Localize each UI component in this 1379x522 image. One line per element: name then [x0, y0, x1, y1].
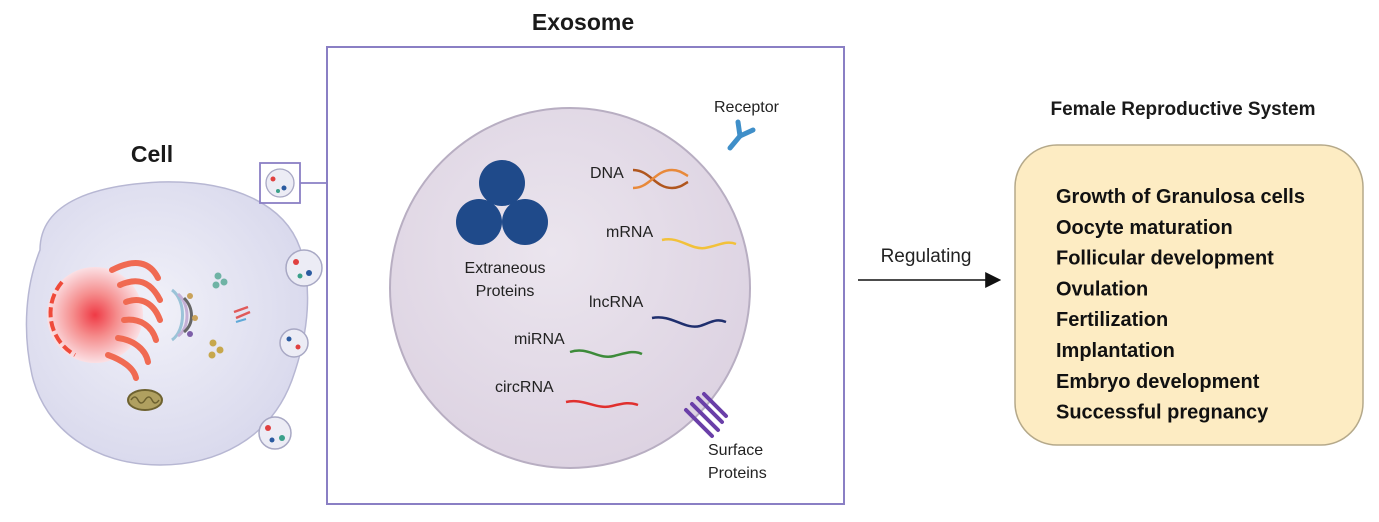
mirna-label: miRNA [514, 331, 565, 348]
released-exosome [285, 249, 323, 287]
nuclear-envelope [48, 280, 77, 357]
released-exosome-2 [258, 416, 292, 450]
mrna-label: mRNA [606, 224, 653, 241]
receptor-icon [727, 119, 756, 151]
lncrna-label: lncRNA [589, 294, 644, 311]
exosome-title: Exosome [532, 9, 634, 35]
extraneous-label-line1: Extraneous [465, 260, 546, 277]
system-panel: Female Reproductive System Growth of Gra… [1014, 99, 1364, 446]
dna-label: DNA [590, 165, 624, 182]
surface-proteins-icon [684, 392, 728, 438]
mirna-icon [569, 349, 643, 358]
selected-exosome [265, 168, 295, 198]
function-item: Embryo development [1056, 371, 1260, 393]
regulating-arrow-group: Regulating [858, 246, 1002, 288]
dna-icon [632, 168, 689, 190]
function-item: Growth of Granulosa cells [1056, 186, 1305, 208]
cytoplasm-vesicles [208, 272, 251, 359]
extraneous-proteins-icon [456, 160, 548, 245]
exosome-membrane [389, 107, 751, 469]
mrna-icon [661, 238, 737, 250]
circrna-label: circRNA [495, 379, 554, 396]
surface-label-line1: Surface [708, 442, 763, 459]
function-item: Oocyte maturation [1056, 217, 1233, 239]
extraneous-label-line2: Proteins [476, 283, 535, 300]
exosome-panel: Exosome Extraneous Proteins DNA mRNA lnc… [326, 9, 845, 505]
function-item: Successful pregnancy [1056, 402, 1269, 424]
function-item: Fertilization [1056, 309, 1168, 331]
regulating-label: Regulating [881, 246, 972, 267]
function-item: Implantation [1056, 340, 1175, 362]
function-item: Follicular development [1056, 248, 1274, 270]
budding-exosome [279, 328, 309, 358]
circrna-icon [565, 399, 639, 409]
system-title: Female Reproductive System [1050, 99, 1315, 120]
surface-label-line2: Proteins [708, 465, 767, 482]
cell-group: Cell [25, 141, 327, 466]
receptor-label: Receptor [714, 99, 780, 116]
cell-title: Cell [131, 141, 173, 167]
system-box [1014, 144, 1364, 446]
cell-body [25, 181, 309, 466]
endoplasmic-reticulum [105, 260, 163, 381]
lncrna-icon [651, 316, 727, 328]
golgi-apparatus [170, 288, 198, 342]
function-item: Ovulation [1056, 278, 1148, 300]
